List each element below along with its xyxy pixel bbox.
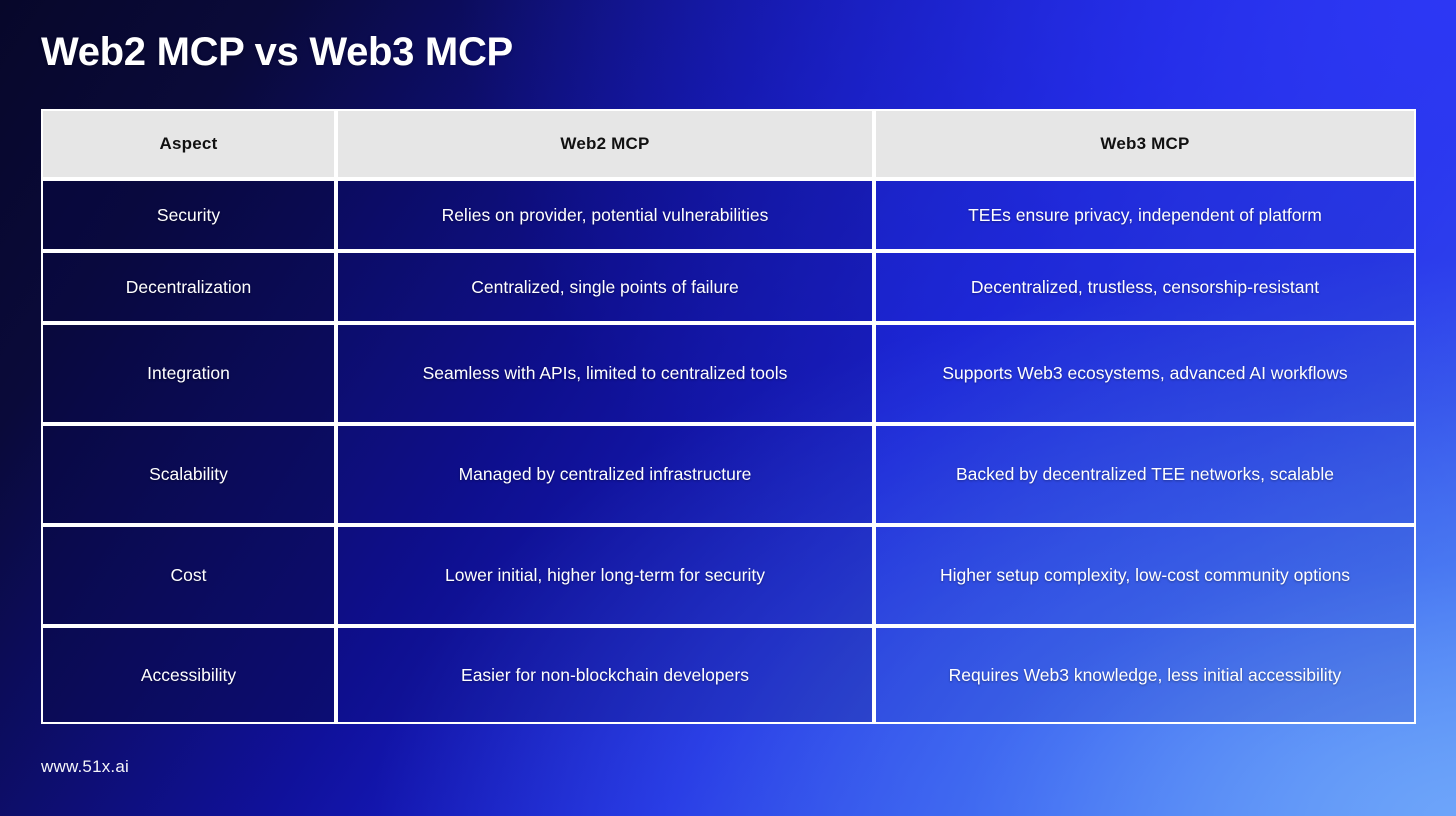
cell-web3: Requires Web3 knowledge, less initial ac… bbox=[874, 626, 1416, 724]
column-header-web2-mcp: Web2 MCP bbox=[336, 109, 874, 179]
column-header-aspect: Aspect bbox=[41, 109, 336, 179]
cell-aspect: Cost bbox=[41, 525, 336, 626]
cell-web2: Easier for non-blockchain developers bbox=[336, 626, 874, 724]
page-title: Web2 MCP vs Web3 MCP bbox=[41, 30, 513, 74]
cell-web2: Relies on provider, potential vulnerabil… bbox=[336, 179, 874, 251]
table-row: Cost Lower initial, higher long-term for… bbox=[41, 525, 1416, 626]
table-row: Integration Seamless with APIs, limited … bbox=[41, 323, 1416, 424]
cell-web3: Supports Web3 ecosystems, advanced AI wo… bbox=[874, 323, 1416, 424]
cell-web3: TEEs ensure privacy, independent of plat… bbox=[874, 179, 1416, 251]
table-row: Accessibility Easier for non-blockchain … bbox=[41, 626, 1416, 724]
comparison-table: Aspect Web2 MCP Web3 MCP Security Relies… bbox=[41, 109, 1416, 724]
cell-web2: Lower initial, higher long-term for secu… bbox=[336, 525, 874, 626]
cell-web2: Seamless with APIs, limited to centraliz… bbox=[336, 323, 874, 424]
table-header: Aspect Web2 MCP Web3 MCP bbox=[41, 109, 1416, 179]
table-row: Decentralization Centralized, single poi… bbox=[41, 251, 1416, 323]
cell-web3: Higher setup complexity, low-cost commun… bbox=[874, 525, 1416, 626]
cell-aspect: Scalability bbox=[41, 424, 336, 525]
cell-web2: Centralized, single points of failure bbox=[336, 251, 874, 323]
cell-aspect: Decentralization bbox=[41, 251, 336, 323]
cell-web3: Backed by decentralized TEE networks, sc… bbox=[874, 424, 1416, 525]
cell-web3: Decentralized, trustless, censorship-res… bbox=[874, 251, 1416, 323]
column-header-web3-mcp: Web3 MCP bbox=[874, 109, 1416, 179]
table-header-row: Aspect Web2 MCP Web3 MCP bbox=[41, 109, 1416, 179]
table-row: Scalability Managed by centralized infra… bbox=[41, 424, 1416, 525]
cell-aspect: Security bbox=[41, 179, 336, 251]
cell-aspect: Integration bbox=[41, 323, 336, 424]
table-body: Security Relies on provider, potential v… bbox=[41, 179, 1416, 724]
site-url-footer: www.51x.ai bbox=[41, 757, 129, 776]
cell-web2: Managed by centralized infrastructure bbox=[336, 424, 874, 525]
cell-aspect: Accessibility bbox=[41, 626, 336, 724]
table-row: Security Relies on provider, potential v… bbox=[41, 179, 1416, 251]
